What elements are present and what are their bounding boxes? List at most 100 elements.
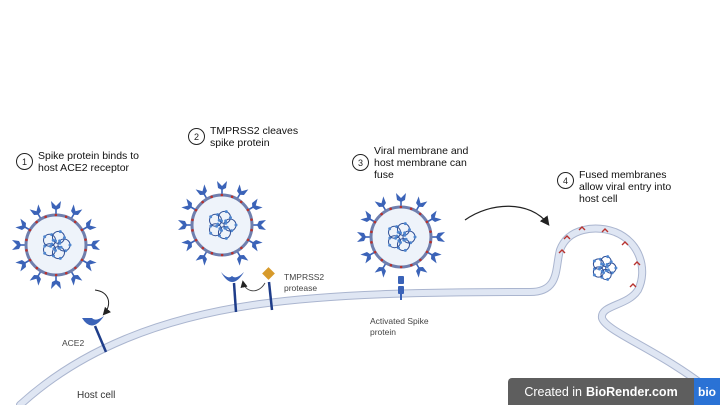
envelope-protein-icon bbox=[558, 249, 566, 254]
envelope-protein-icon bbox=[250, 228, 253, 232]
tmprss2-protease-icon bbox=[262, 267, 275, 311]
envelope-protein-icon bbox=[80, 258, 84, 262]
fusion-arrow-icon bbox=[464, 205, 550, 226]
envelope-protein-icon bbox=[25, 238, 28, 242]
envelope-protein-icon bbox=[629, 283, 637, 288]
spike-protein-icon bbox=[86, 260, 97, 272]
envelope-protein-icon bbox=[84, 248, 87, 252]
envelope-protein-icon bbox=[44, 215, 47, 219]
spike-protein-icon bbox=[71, 275, 83, 286]
ace2-label: ACE2 bbox=[62, 338, 85, 348]
spike-protein-icon bbox=[416, 196, 428, 207]
envelope-protein-icon bbox=[389, 263, 393, 267]
spike-protein-icon bbox=[71, 204, 83, 215]
spike-protein-icon bbox=[86, 218, 97, 230]
envelope-protein-icon bbox=[220, 193, 224, 197]
spike-protein-icon bbox=[252, 198, 263, 210]
envelope-protein-icon bbox=[429, 240, 432, 244]
spike-protein-icon bbox=[360, 210, 371, 222]
envelope-protein-icon bbox=[220, 253, 224, 257]
envelope-protein-icon bbox=[84, 238, 87, 241]
envelope-protein-icon bbox=[409, 207, 413, 211]
spike-protein-icon bbox=[181, 198, 192, 210]
envelope-protein-icon bbox=[80, 228, 84, 232]
step-3-text: Viral membrane and host membrane can fus… bbox=[374, 145, 469, 181]
activated-spike-icon bbox=[398, 276, 404, 300]
envelope-protein-icon bbox=[370, 230, 373, 234]
spike-protein-icon bbox=[15, 260, 26, 272]
cleavage-arrow-icon bbox=[240, 280, 266, 292]
envelope-protein-icon bbox=[389, 207, 392, 211]
spike-protein-icon bbox=[29, 204, 41, 215]
envelope-protein-icon bbox=[425, 250, 429, 254]
spike-protein-icon bbox=[357, 232, 366, 242]
envelope-protein-icon bbox=[250, 218, 253, 221]
envelope-protein-icon bbox=[370, 241, 373, 244]
spike-protein-icon bbox=[12, 240, 21, 250]
binding-arrow-icon bbox=[94, 289, 111, 316]
envelope-protein-icon bbox=[246, 208, 250, 212]
virion-step-2 bbox=[178, 181, 266, 266]
spike-protein-icon bbox=[51, 280, 61, 289]
spike-protein-icon bbox=[396, 193, 406, 202]
envelope-protein-icon bbox=[201, 246, 205, 250]
spike-protein-icon bbox=[51, 201, 61, 210]
spike-protein-icon bbox=[374, 267, 386, 278]
envelope-protein-icon bbox=[418, 212, 422, 216]
envelope-protein-icon bbox=[73, 220, 77, 224]
envelope-protein-icon bbox=[373, 250, 377, 254]
envelope-protein-icon bbox=[74, 266, 77, 270]
envelope-protein-icon bbox=[28, 228, 32, 232]
viral-envelope bbox=[369, 205, 433, 269]
envelope-protein-icon bbox=[240, 246, 243, 250]
virion-step-1 bbox=[12, 201, 100, 289]
viral-rna-released bbox=[592, 255, 618, 281]
step-2: 2 TMPRSS2 cleaves spike protein bbox=[188, 125, 298, 149]
spike-protein-icon bbox=[431, 252, 442, 264]
envelope-protein-icon bbox=[578, 226, 586, 231]
spike-protein-icon bbox=[360, 252, 371, 264]
step-4: 4 Fused membranes allow viral entry into… bbox=[557, 169, 671, 205]
envelope-protein-icon bbox=[380, 212, 383, 216]
envelope-protein-icon bbox=[201, 200, 204, 204]
envelope-protein-icon bbox=[633, 261, 641, 266]
spike-protein-icon bbox=[257, 220, 266, 230]
envelope-protein-icon bbox=[621, 241, 629, 246]
spike-protein-icon bbox=[195, 184, 207, 195]
envelope-protein-icon bbox=[231, 251, 234, 255]
envelope-protein-icon bbox=[373, 220, 377, 224]
envelope-protein-icon bbox=[54, 213, 58, 217]
tmprss2-label: TMPRSS2 protease bbox=[284, 272, 325, 293]
envelope-protein-icon bbox=[54, 273, 58, 277]
envelope-protein-icon bbox=[191, 229, 194, 232]
activated-spike-label: Activated Spike protein bbox=[370, 316, 429, 337]
spike-protein-icon bbox=[178, 220, 187, 230]
spike-protein-icon bbox=[436, 232, 445, 242]
step-4-text: Fused membranes allow viral entry into h… bbox=[579, 169, 672, 205]
spike-protein-icon bbox=[29, 275, 41, 286]
spike-protein-icon bbox=[416, 267, 428, 278]
envelope-protein-icon bbox=[230, 195, 234, 199]
envelope-protein-icon bbox=[210, 251, 214, 255]
envelope-protein-icon bbox=[35, 266, 39, 270]
spike-protein-icon bbox=[181, 240, 192, 252]
spike-protein-icon bbox=[217, 181, 227, 190]
viral-envelope bbox=[190, 193, 254, 257]
step-1-text: Spike protein binds to host ACE2 recepto… bbox=[38, 150, 139, 174]
envelope-protein-icon bbox=[246, 238, 250, 242]
envelope-protein-icon bbox=[65, 271, 68, 275]
envelope-protein-icon bbox=[380, 258, 384, 262]
envelope-protein-icon bbox=[399, 205, 403, 209]
spike-protein-icon bbox=[431, 210, 442, 222]
step-2-text: TMPRSS2 cleaves spike protein bbox=[210, 125, 299, 149]
envelope-protein-icon bbox=[35, 220, 38, 224]
spike-protein-icon bbox=[195, 255, 207, 266]
step-1: 1 Spike protein binds to host ACE2 recep… bbox=[16, 150, 139, 174]
virion-step-3 bbox=[357, 193, 445, 278]
envelope-protein-icon bbox=[64, 215, 68, 219]
envelope-protein-icon bbox=[28, 258, 32, 262]
